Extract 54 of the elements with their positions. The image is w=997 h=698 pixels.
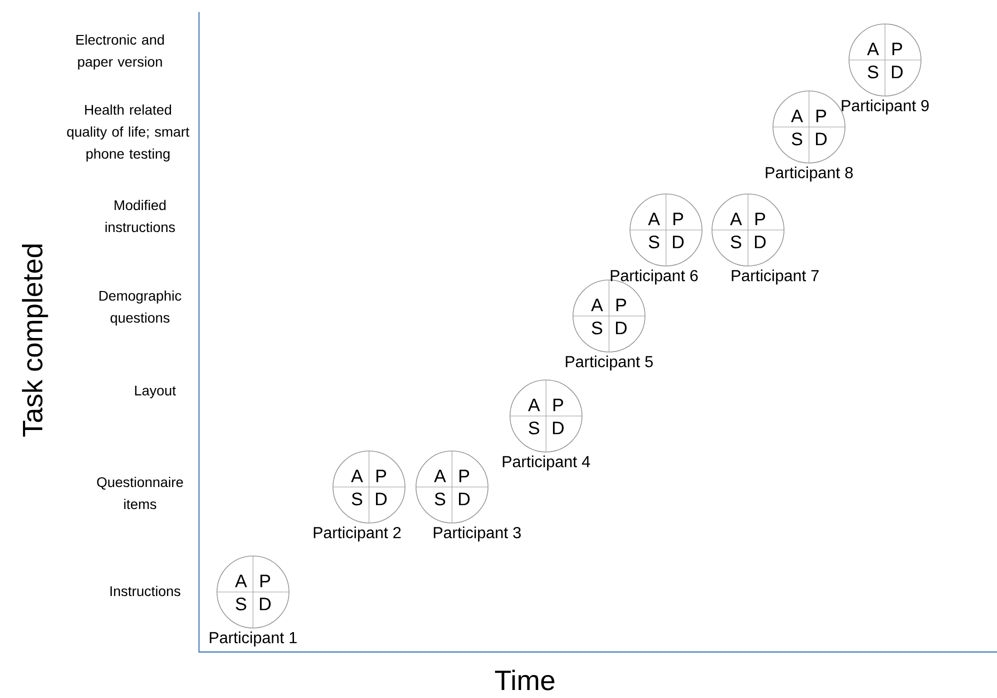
participant-label: Participant 4 (502, 456, 590, 470)
quadrant-letter: A (235, 574, 247, 588)
quadrant-letter: A (434, 470, 446, 482)
quadrant-letter: P (260, 574, 270, 588)
quadrant-letter: S (592, 322, 602, 334)
quadrant-letter: S (528, 422, 540, 434)
quadrant-letter: A (351, 470, 363, 482)
category-label: Health related quality of life; smart phone testing (67, 104, 190, 162)
quadrant-letter: D (673, 236, 684, 248)
participant-label: Participant 2 (314, 526, 401, 542)
participant-label: Participant 1 (210, 632, 297, 646)
quadrant-letter: S (730, 236, 742, 248)
quadrant-letter: P (616, 298, 626, 312)
quadrant-letter: D (616, 322, 627, 334)
axis-title: Task completed (22, 244, 48, 437)
quadrant-letter: S (648, 236, 660, 248)
participant-label: Participant 6 (610, 270, 698, 284)
quadrant-letter: S (352, 492, 362, 506)
quadrant-letter: D (260, 598, 271, 610)
quadrant-letter: D (892, 66, 903, 78)
quadrant-letter: S (434, 492, 446, 506)
quadrant-letter: A (528, 398, 540, 412)
quadrant-letter: S (236, 598, 246, 610)
quadrant-letter: P (553, 398, 564, 412)
quadrant-letter: P (816, 110, 826, 122)
participant-label: Participant 9 (842, 100, 929, 114)
participant-label: Participant 7 (732, 270, 819, 284)
participant-label: Participant 8 (766, 166, 853, 182)
quadrant-letter: D (816, 132, 827, 146)
category-label: Electronic and paper version (76, 34, 164, 70)
category-label: Instructions (110, 586, 180, 596)
quadrant-letter: P (892, 42, 902, 56)
category-label: Questionnaire items (97, 476, 183, 510)
category-label: Modified instructions (106, 200, 175, 232)
participant-label: Participant 5 (566, 356, 653, 370)
quadrant-letter: P (673, 212, 684, 226)
quadrant-letter: A (791, 110, 803, 122)
quadrant-letter: A (867, 42, 879, 56)
quadrant-letter: P (755, 212, 766, 226)
quadrant-letter: D (459, 492, 470, 506)
category-label: Layout (135, 386, 176, 398)
axis-title: Time (495, 670, 554, 690)
participant-label: Participant 3 (434, 526, 521, 542)
quadrant-letter: A (591, 298, 603, 312)
quadrant-letter: S (792, 132, 802, 146)
quadrant-letter: P (459, 470, 470, 482)
quadrant-letter: A (648, 212, 660, 226)
quadrant-letter: D (755, 236, 766, 248)
quadrant-letter: A (730, 212, 742, 226)
quadrant-letter: S (868, 66, 878, 78)
quadrant-letter: D (376, 492, 387, 506)
quadrant-letter: D (553, 422, 564, 434)
category-label: Demographic questions (100, 290, 182, 326)
quadrant-letter: P (376, 470, 386, 482)
